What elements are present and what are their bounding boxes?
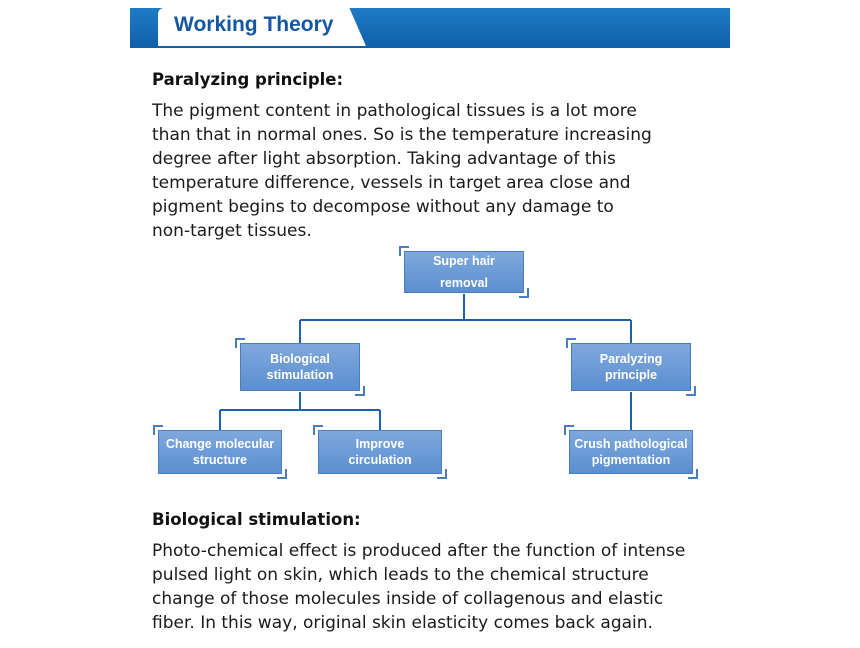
- bracket-decoration: [277, 469, 287, 479]
- bracket-decoration: [566, 338, 576, 348]
- bracket-decoration: [437, 469, 447, 479]
- section-heading-biological: Biological stimulation:: [152, 510, 361, 529]
- paragraph-line: degree after light absorption. Taking ad…: [152, 149, 616, 169]
- node-label: Biological: [270, 352, 330, 366]
- node-label: Improve: [355, 437, 405, 451]
- paragraph-line: change of those molecules inside of coll…: [152, 589, 664, 609]
- node-label: pigmentation: [591, 453, 671, 467]
- bracket-decoration: [235, 338, 245, 348]
- paragraph-biological: Photo-chemical effect is produced after …: [152, 539, 732, 635]
- paragraph-line: non-target tissues.: [152, 221, 312, 241]
- section-heading-paralyzing: Paralyzing principle:: [152, 70, 344, 89]
- paragraph-line: pigment begins to decompose without any …: [152, 197, 614, 217]
- node-label: Crush pathological: [574, 437, 688, 451]
- paragraph-line: Photo-chemical effect is produced after …: [152, 541, 686, 561]
- node-label: Paralyzing: [599, 352, 663, 366]
- node-label: Super hair: [433, 254, 495, 268]
- bracket-decoration: [313, 425, 323, 435]
- node-crush-pathological-pigmentation: Crush pathological pigmentation: [569, 430, 693, 474]
- node-label: circulation: [348, 453, 412, 467]
- node-super-hair-removal: Super hair removal: [404, 251, 524, 293]
- bracket-decoration: [519, 288, 529, 298]
- bracket-decoration: [564, 425, 574, 435]
- paragraph-line: pulsed light on skin, which leads to the…: [152, 565, 649, 585]
- node-biological-stimulation: Biological stimulation: [240, 343, 360, 391]
- header-tab: [158, 8, 366, 46]
- page-title: Working Theory: [174, 13, 334, 36]
- paragraph-line: The pigment content in pathological tiss…: [152, 101, 637, 121]
- node-label: structure: [192, 453, 248, 467]
- paragraph-paralyzing: The pigment content in pathological tiss…: [152, 99, 732, 243]
- node-label: Change molecular: [165, 437, 275, 451]
- bracket-decoration: [153, 425, 163, 435]
- bracket-decoration: [399, 246, 409, 256]
- node-change-molecular-structure: Change molecular structure: [158, 430, 282, 474]
- bracket-decoration: [686, 386, 696, 396]
- paragraph-line: than that in normal ones. So is the temp…: [152, 125, 652, 145]
- node-label: removal: [440, 276, 488, 290]
- node-label: stimulation: [266, 368, 334, 382]
- node-improve-circulation: Improve circulation: [318, 430, 442, 474]
- node-paralyzing-principle: Paralyzing principle: [571, 343, 691, 391]
- paragraph-line: temperature difference, vessels in targe…: [152, 173, 631, 193]
- bracket-decoration: [355, 386, 365, 396]
- paragraph-line: fiber. In this way, original skin elasti…: [152, 613, 653, 633]
- bracket-decoration: [688, 469, 698, 479]
- node-label: principle: [604, 368, 658, 382]
